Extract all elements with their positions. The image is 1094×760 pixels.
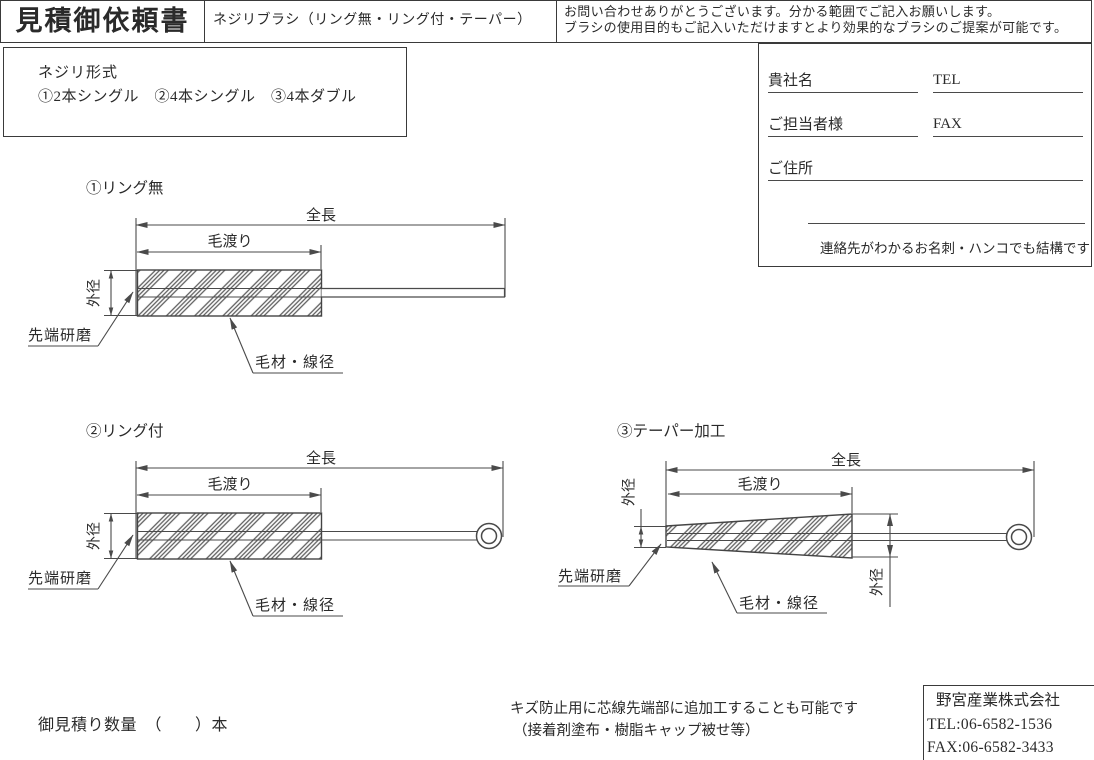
diagram-3-bristle-span-label: 毛渡り	[737, 477, 783, 493]
company-name-field	[768, 92, 918, 93]
diagram-1-tip-polish-label: 先端研磨	[28, 328, 93, 344]
company-name-label: 貴社名	[768, 73, 814, 89]
diagram-2-outer-dia-label: 外径	[87, 522, 103, 550]
diagram-3-title: ③テーパー加工	[617, 423, 726, 440]
page-subtitle: ネジリブラシ（リング無・リング付・テーパー）	[213, 13, 532, 28]
diagram-3-tip-polish-label: 先端研磨	[558, 569, 623, 585]
diagram-1-bristle-span-label: 毛渡り	[207, 234, 253, 250]
header-row	[0, 0, 1092, 43]
diagram-2-overall-length-label: 全長	[305, 451, 336, 467]
brush-body-hatched	[136, 269, 323, 317]
end-ring-inner	[1010, 528, 1028, 546]
diagram-3-overall-length-label: 全長	[830, 453, 861, 469]
company-name: 野宮産業株式会社	[936, 692, 1061, 709]
subtitle-box	[205, 0, 557, 43]
end-ring-inner	[480, 527, 498, 545]
address-label: ご住所	[768, 161, 814, 177]
quantity-label: 御見積り数量 （ ）本	[38, 717, 229, 734]
diagram-3-outer-dia-right-label: 外径	[870, 568, 886, 596]
page-title: 見積御依頼書	[15, 6, 190, 36]
diagram-1-ring-less	[28, 218, 506, 374]
greeting-line-2: ブラシの使用目的もご記入いただけますとより効果的なブラシのご提案が可能です。	[564, 20, 1068, 35]
extra-field	[808, 223, 1085, 224]
diagram-3-outer-dia-left-label: 外径	[622, 478, 638, 506]
tel-label: TEL	[933, 72, 961, 88]
company-info-box	[923, 685, 1094, 760]
core-wire	[321, 287, 506, 298]
title-box	[0, 0, 205, 43]
diagram-2-bristle-material-label: 毛材・線径	[255, 598, 336, 614]
tapered-brush-body	[665, 513, 853, 559]
tel-field	[933, 92, 1083, 93]
company-fax: FAX:06-6582-3433	[927, 739, 1054, 756]
twist-type-label: ネジリ形式	[38, 65, 119, 81]
twist-type-options: ①2本シングル ②4本シングル ③4本ダブル	[38, 89, 357, 105]
fax-label: FAX	[933, 116, 962, 132]
footer-note-line-1: キズ防止用に芯線先端部に追加工することも可能です	[510, 701, 858, 717]
company-tel: TEL:06-6582-1536	[927, 716, 1053, 733]
diagram-2-tip-polish-label: 先端研磨	[28, 571, 93, 587]
contact-box	[758, 43, 1092, 267]
diagram-3-bristle-material-label: 毛材・線径	[739, 596, 820, 612]
person-field	[768, 136, 918, 137]
twist-type-box	[3, 47, 407, 137]
diagram-3-tapered	[558, 461, 1035, 614]
diagram-1-overall-length-label: 全長	[305, 208, 336, 224]
diagram-1-title: ①リング無	[86, 180, 164, 197]
address-field	[768, 180, 1083, 181]
footer-note-line-2: （接着剤塗布・樹脂キャップ被せ等）	[513, 723, 760, 739]
diagram-1-bristle-material-label: 毛材・線径	[255, 355, 336, 371]
fax-field	[933, 136, 1083, 137]
diagram-2-title: ②リング付	[86, 423, 164, 440]
diagram-2-with-ring	[28, 461, 504, 617]
contact-note: 連絡先がわかるお名刺・ハンコでも結構です	[820, 241, 1090, 256]
diagram-2-bristle-span-label: 毛渡り	[207, 477, 253, 493]
brush-body-hatched	[136, 512, 323, 560]
greeting-line-1: お問い合わせありがとうございます。分かる範囲でご記入お願いします。	[564, 4, 1001, 19]
person-label: ご担当者様	[768, 117, 844, 133]
diagram-1-outer-dia-label: 外径	[87, 279, 103, 307]
